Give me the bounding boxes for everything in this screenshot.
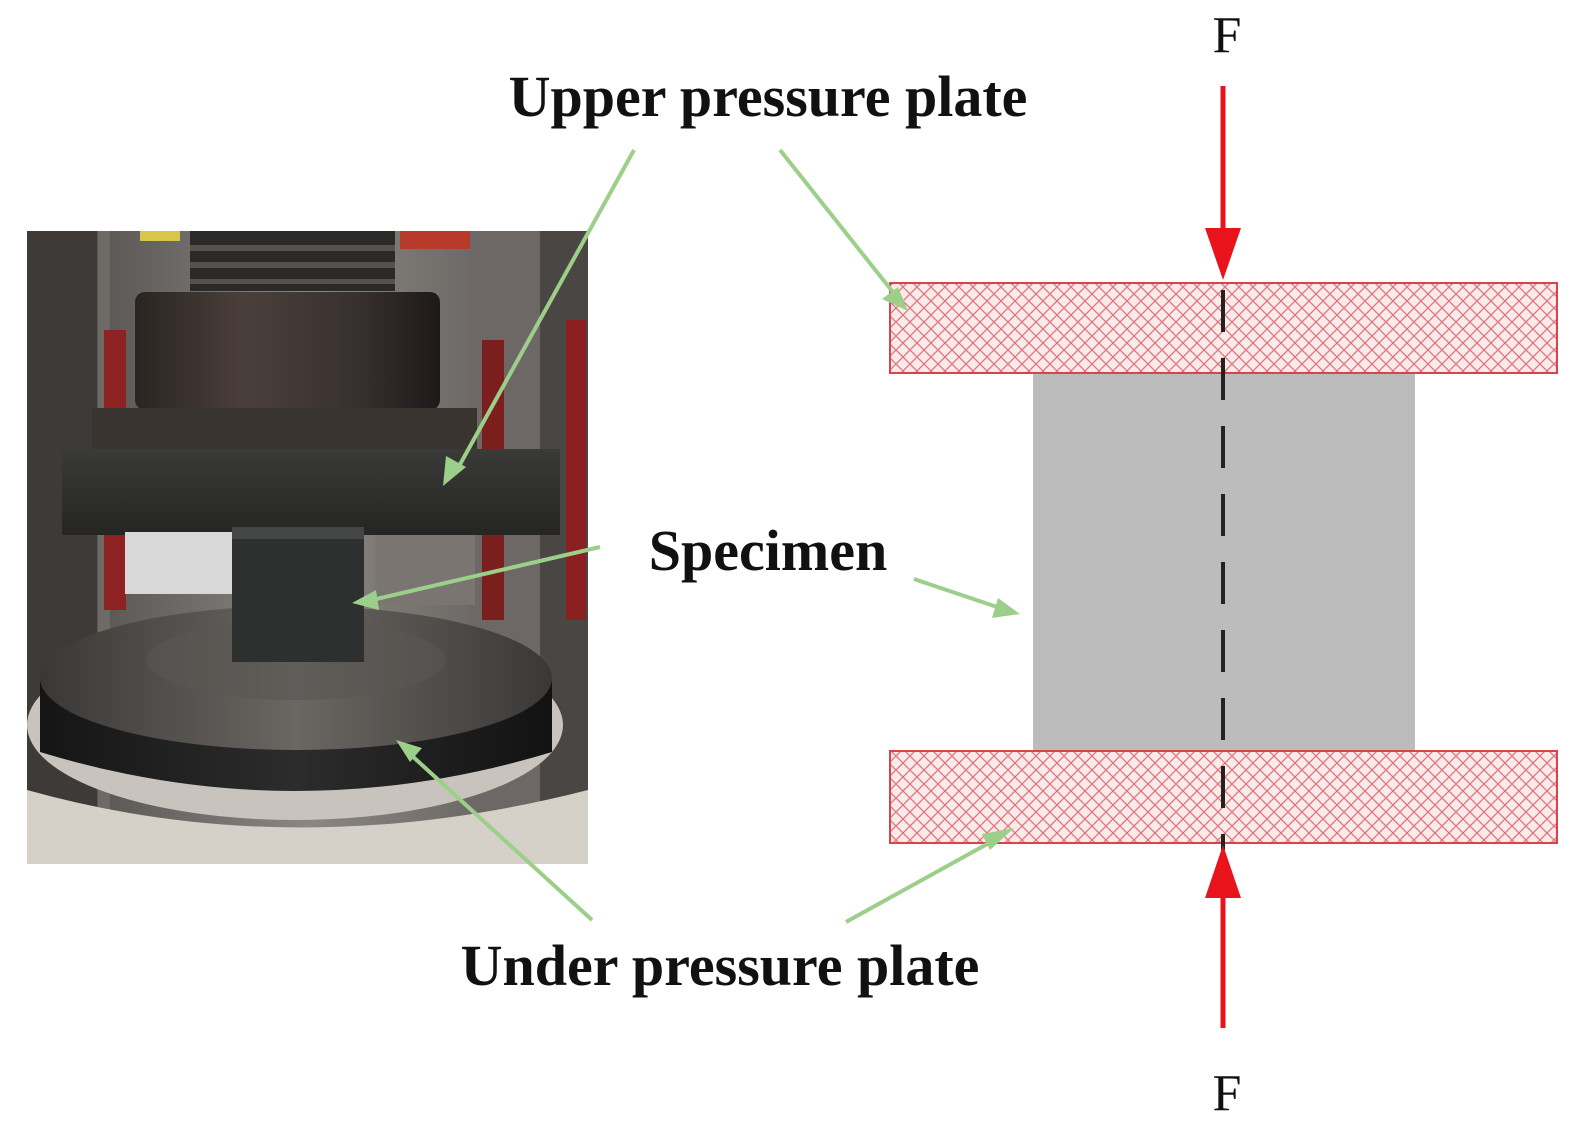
pointer-arrows (352, 148, 1020, 924)
specimen-label: Specimen (649, 518, 887, 583)
force-label-bottom: F (1213, 1065, 1242, 1122)
force-arrow-top (1205, 86, 1241, 280)
schematic-diagram (889, 86, 1558, 1028)
force-arrow-bottom (1205, 845, 1241, 1028)
upper-plate-label: Upper pressure plate (509, 64, 1028, 129)
under-plate-label: Under pressure plate (461, 933, 980, 998)
test-machine-photo (27, 231, 588, 864)
force-label-top: F (1213, 7, 1242, 64)
